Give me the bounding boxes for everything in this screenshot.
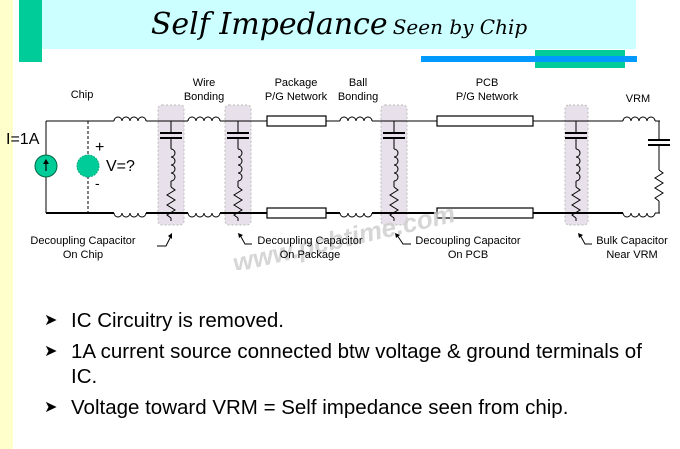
label-decap-pkg-1: Decoupling Capacitor — [257, 235, 363, 247]
label-pcb-1: PCB — [476, 77, 499, 89]
title-sub: Seen by Chip — [392, 15, 528, 39]
voltage-probe-icon — [76, 154, 100, 178]
bullet-text: 1A current source connected btw voltage … — [71, 340, 642, 388]
label-decap-chip-2: On Chip — [63, 249, 103, 261]
pointer-arrow-icon — [238, 233, 243, 238]
pointer-arrow-icon — [168, 233, 172, 239]
pointer-arrow-icon — [578, 233, 583, 238]
label-chip: Chip — [71, 89, 94, 101]
arrow-bullet-icon: ➤ — [44, 399, 58, 416]
label-package-2: P/G Network — [265, 91, 328, 103]
vrm-source — [648, 121, 670, 213]
label-wire-bonding-2: Bonding — [184, 91, 224, 103]
pointer-arrow-icon — [395, 233, 400, 238]
bullet-item: ➤ Voltage toward VRM = Self impedance se… — [44, 395, 651, 420]
label-package-1: Package — [275, 77, 318, 89]
label-voltage: V=? — [106, 158, 135, 175]
watermark: www.pcbtime.com — [230, 198, 458, 270]
left-strip — [0, 0, 13, 449]
label-bulk-1: Bulk Capacitor — [596, 235, 668, 247]
label-wire-bonding-1: Wire — [193, 77, 216, 89]
bullet-item: ➤ 1A current source connected btw voltag… — [44, 339, 651, 389]
label-ball-1: Ball — [349, 77, 367, 89]
label-decap-pcb-1: Decoupling Capacitor — [415, 235, 521, 247]
label-plus: + — [95, 139, 104, 156]
pcb-network-top — [436, 115, 534, 127]
label-minus: - — [95, 175, 100, 191]
title-green-block — [19, 0, 42, 62]
label-bulk-2: Near VRM — [606, 249, 657, 261]
bullet-item: ➤ IC Circuitry is removed. — [44, 308, 651, 333]
ground-rail — [46, 207, 660, 219]
blue-accent-line — [421, 56, 637, 62]
bullet-list: ➤ IC Circuitry is removed. ➤ 1A current … — [44, 308, 651, 426]
bullet-text: Voltage toward VRM = Self impedance seen… — [71, 396, 569, 419]
power-rail — [46, 115, 660, 127]
bullet-text: IC Circuitry is removed. — [71, 309, 285, 332]
label-decap-pcb-2: On PCB — [448, 249, 488, 261]
package-network-bottom — [266, 207, 327, 219]
label-pcb-2: P/G Network — [456, 91, 519, 103]
arrow-bullet-icon: ➤ — [44, 312, 58, 329]
label-vrm: VRM — [626, 93, 650, 105]
label-decap-chip-1: Decoupling Capacitor — [30, 235, 136, 247]
label-decap-pkg-2: On Package — [280, 249, 341, 261]
title-main: Self Impedance — [150, 7, 388, 42]
title-bar — [19, 0, 636, 49]
label-ball-2: Bonding — [338, 91, 378, 103]
label-current: I=1A — [6, 131, 40, 148]
package-network-top — [266, 115, 327, 127]
slide-title: Self Impedance Seen by Chip — [42, 2, 636, 48]
arrow-bullet-icon: ➤ — [44, 343, 58, 360]
circuit-diagram: www.pcbtime.com Chip Wire Bonding Packag… — [6, 77, 670, 270]
